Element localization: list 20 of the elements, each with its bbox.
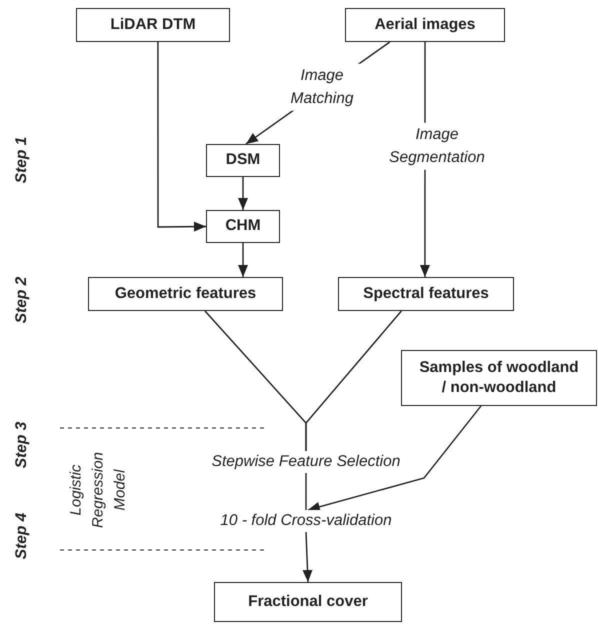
step-label: Step 1 [12, 136, 31, 184]
arrow [238, 243, 248, 277]
arrow [308, 406, 482, 512]
arrow [238, 177, 248, 210]
process-box: Aerial images [345, 8, 505, 42]
process-box: Spectral features [338, 277, 514, 311]
process-box: Fractional cover [214, 582, 402, 622]
step-label: Step 2 [12, 276, 31, 324]
arrow [157, 42, 206, 232]
arrow [302, 532, 313, 582]
process-box: CHM [206, 210, 280, 243]
step-label: Step 3 [12, 422, 31, 468]
connector-line [305, 473, 307, 510]
model-label: Logistic Regression Model [66, 452, 129, 528]
process-box: Geometric features [88, 277, 283, 311]
process-box: DSM [206, 144, 280, 177]
connector-line [305, 310, 402, 451]
process-box: LiDAR DTM [76, 8, 230, 42]
process-box: Samples of woodland / non-woodland [401, 350, 597, 406]
step-label: Step 4 [12, 512, 31, 560]
